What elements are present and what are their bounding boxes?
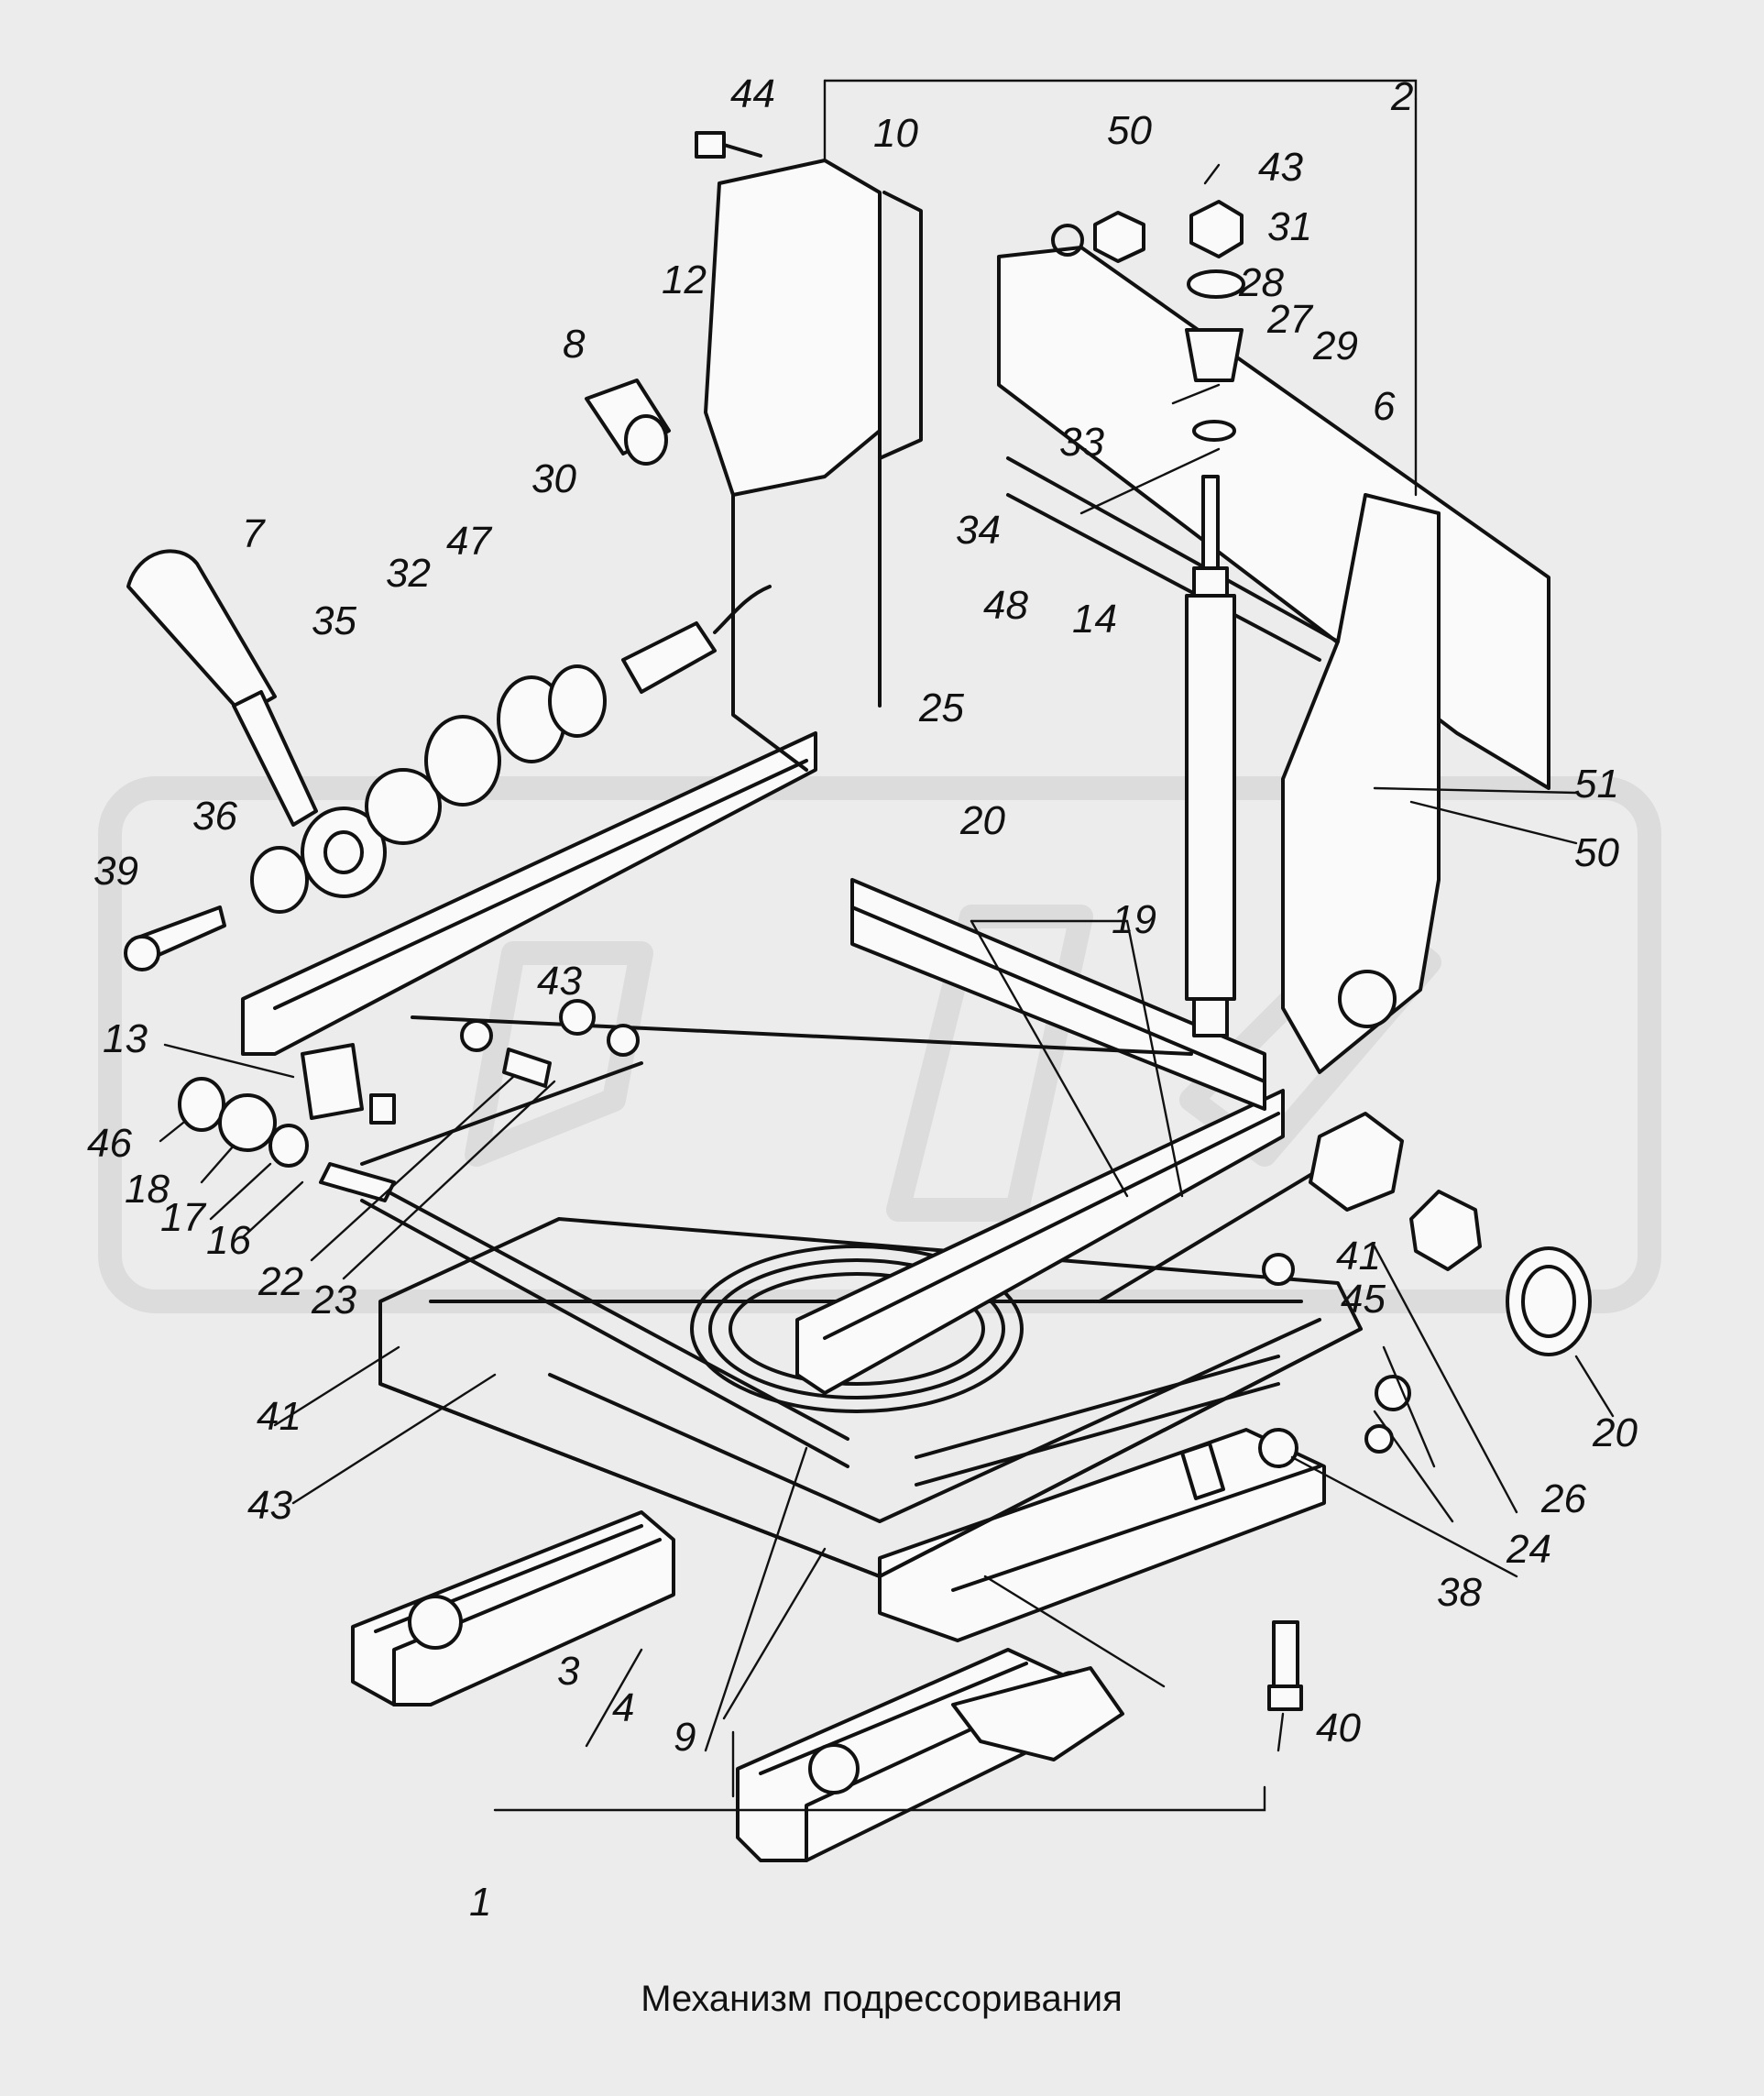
lower-seat-rails	[351, 1428, 1326, 1862]
pivot-small-parts-left	[178, 999, 640, 1202]
callout-19: 19	[1112, 897, 1156, 942]
pivot-small-parts-right	[1180, 1253, 1411, 1711]
callout-25: 25	[918, 686, 964, 730]
callout-41-left: 41	[257, 1394, 301, 1439]
callout-16: 16	[206, 1218, 251, 1263]
callout-labels: 1 2 3 4 6 7 8 9 10 12 13 14 16 17 18 19 …	[87, 71, 1638, 1925]
callout-50-top: 50	[1107, 108, 1152, 153]
callout-3: 3	[557, 1649, 580, 1694]
callout-18: 18	[125, 1167, 170, 1212]
callout-29: 29	[1312, 324, 1358, 368]
callout-14: 14	[1072, 597, 1117, 642]
callout-20-top: 20	[959, 798, 1005, 843]
callout-43-bottom: 43	[247, 1483, 292, 1528]
callout-12: 12	[662, 258, 707, 302]
back-bracket-left	[704, 159, 923, 772]
callout-1: 1	[469, 1880, 491, 1925]
shock-absorber	[1185, 475, 1236, 1037]
callout-51: 51	[1574, 762, 1619, 807]
callout-32: 32	[386, 551, 431, 596]
callout-7: 7	[242, 511, 266, 556]
clamp-24	[1309, 1112, 1404, 1212]
callout-44: 44	[730, 71, 775, 116]
stud-stack	[1185, 200, 1245, 442]
leader-lines	[159, 79, 1615, 1812]
callout-26: 26	[1540, 1476, 1586, 1521]
callout-43-mid: 43	[537, 959, 582, 1004]
callout-9: 9	[674, 1715, 696, 1760]
callout-30: 30	[531, 456, 576, 501]
callout-28: 28	[1238, 260, 1284, 305]
callout-39: 39	[93, 849, 138, 894]
callout-48: 48	[983, 583, 1028, 628]
callout-8: 8	[563, 322, 586, 367]
callout-10: 10	[873, 111, 918, 156]
figure-caption: Механизм подрессоривания	[641, 1979, 1123, 2019]
callout-34: 34	[956, 508, 1001, 553]
callout-38: 38	[1437, 1570, 1482, 1615]
callout-6: 6	[1373, 384, 1396, 429]
callout-2: 2	[1390, 74, 1413, 119]
callout-31: 31	[1267, 204, 1312, 249]
callout-50-right: 50	[1574, 830, 1619, 875]
callout-13: 13	[103, 1016, 148, 1061]
adjust-handle-assembly	[124, 549, 772, 971]
seat-spring	[690, 1245, 1024, 1413]
callout-33: 33	[1059, 420, 1104, 465]
callout-46: 46	[87, 1121, 132, 1166]
callout-23: 23	[311, 1278, 356, 1322]
callout-24: 24	[1506, 1527, 1551, 1572]
callout-47: 47	[446, 519, 492, 564]
bushing-right	[1506, 1246, 1592, 1356]
callout-20-right: 20	[1592, 1410, 1638, 1455]
callout-4: 4	[612, 1685, 634, 1730]
nut-top	[1051, 211, 1145, 263]
callout-17: 17	[160, 1195, 206, 1240]
callout-22: 22	[257, 1259, 303, 1304]
callout-40: 40	[1316, 1706, 1361, 1750]
callout-45: 45	[1341, 1277, 1386, 1322]
callout-36: 36	[192, 794, 237, 839]
bolt-44	[695, 131, 762, 159]
callout-35: 35	[312, 598, 356, 643]
roller-8	[585, 379, 671, 466]
callout-27: 27	[1266, 297, 1313, 342]
callout-41-right: 41	[1336, 1234, 1381, 1278]
star-nut	[1409, 1190, 1482, 1271]
callout-43-top: 43	[1258, 145, 1303, 190]
upper-frame	[241, 731, 1285, 1395]
